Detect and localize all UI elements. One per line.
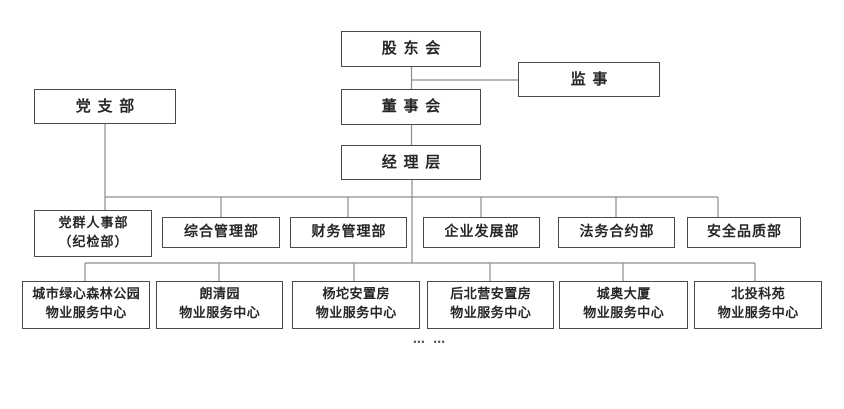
node-label: （纪检部） <box>58 234 129 250</box>
node-label: 物业服务中心 <box>179 306 261 321</box>
center-langqingyuan: 朗清园 物业服务中心 <box>156 281 283 329</box>
node-label: 城奥大厦 <box>596 287 651 303</box>
node-label: 企业发展部 <box>444 224 520 241</box>
node-board-of-directors: 董事会 <box>341 89 481 125</box>
node-label: 党群人事部 <box>58 215 129 231</box>
node-label: 城市绿心森林公园 <box>32 287 141 303</box>
node-label: 财务管理部 <box>311 224 387 241</box>
center-chengao-building: 城奥大厦 物业服务中心 <box>559 281 688 329</box>
dept-safety-quality: 安全品质部 <box>687 217 801 248</box>
node-party-branch: 党支部 <box>34 89 176 124</box>
node-label: 法务合约部 <box>579 224 655 241</box>
node-label: 物业服务中心 <box>315 306 397 321</box>
center-yangtuo-resettlement: 杨坨安置房 物业服务中心 <box>292 281 420 329</box>
node-label: 物业服务中心 <box>717 306 799 321</box>
continuation-ellipsis: … … <box>412 332 448 346</box>
node-label: 物业服务中心 <box>450 306 532 321</box>
node-shareholders-meeting: 股东会 <box>341 31 481 67</box>
node-label: 党支部 <box>75 96 141 115</box>
dept-financial-management: 财务管理部 <box>290 217 407 248</box>
node-label: 物业服务中心 <box>583 306 665 321</box>
node-label: 安全品质部 <box>707 224 782 241</box>
node-label: 股东会 <box>381 39 447 58</box>
node-label: 杨坨安置房 <box>322 287 390 303</box>
center-houbeiying-resettlement: 后北营安置房 物业服务中心 <box>427 281 554 329</box>
center-beitou-keyuan: 北投科苑 物业服务中心 <box>694 281 822 329</box>
center-urban-green-heart-forest-park: 城市绿心森林公园 物业服务中心 <box>22 281 150 329</box>
node-label: 物业服务中心 <box>45 306 127 321</box>
node-label: 综合管理部 <box>184 224 259 241</box>
node-management-level: 经理层 <box>341 145 481 180</box>
node-label: 朗清园 <box>199 287 240 303</box>
dept-enterprise-development: 企业发展部 <box>423 217 540 248</box>
dept-party-masses-personnel: 党群人事部 （纪检部） <box>34 210 152 257</box>
node-label: 北投科苑 <box>731 287 786 303</box>
dept-legal-contracts: 法务合约部 <box>558 217 675 248</box>
node-label: 后北营安置房 <box>450 287 532 303</box>
node-supervisors: 监事 <box>518 62 660 97</box>
node-label: 监事 <box>570 69 615 88</box>
node-label: 董事会 <box>381 97 447 116</box>
node-label: 经理层 <box>381 152 447 171</box>
dept-general-management: 综合管理部 <box>162 217 280 248</box>
